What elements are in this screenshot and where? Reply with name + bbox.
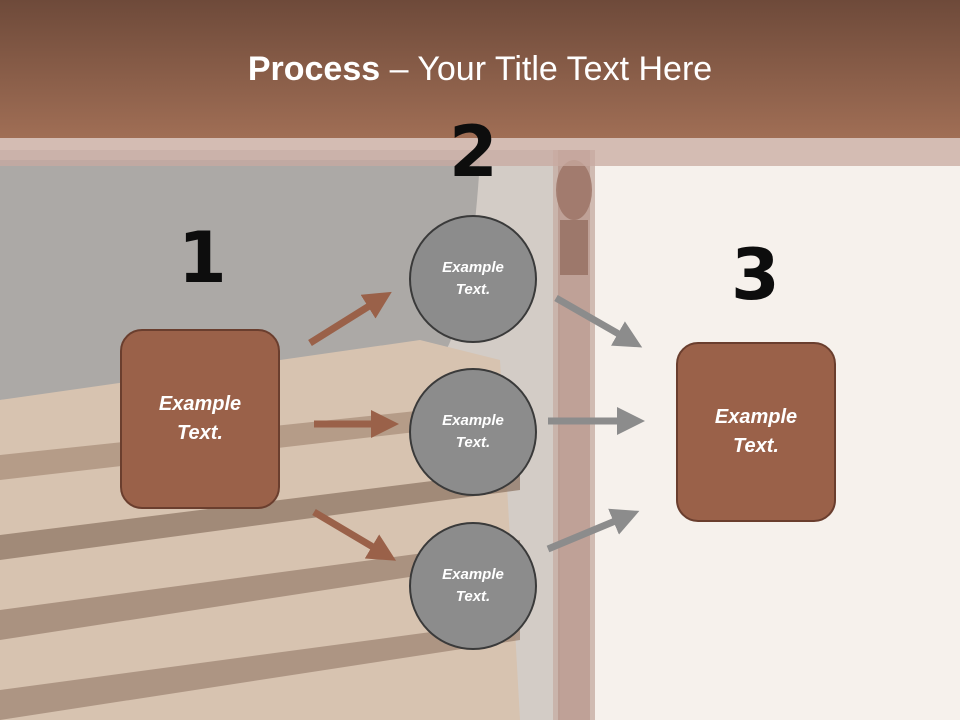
- title-bold: Process: [247, 50, 381, 88]
- title-bar: [0, 0, 960, 138]
- step-number-3: 3: [731, 234, 780, 316]
- circle-middle-label: Example Text.: [442, 411, 504, 452]
- title-separator: –: [380, 50, 418, 88]
- left-step-box: Example Text.: [120, 329, 280, 509]
- left-box-label: Example Text.: [158, 393, 242, 444]
- circle-bottom-label: Example Text.: [442, 565, 504, 606]
- circle-node-bottom: Example Text.: [409, 522, 537, 650]
- title-rest: Your Title Text Here: [417, 50, 713, 88]
- arrow-right-icon: [312, 508, 397, 561]
- right-step-box: Example Text.: [676, 342, 836, 522]
- arrow-right-icon: [546, 508, 640, 553]
- right-box-label: Example Text.: [714, 406, 798, 457]
- arrow-right-icon: [554, 294, 643, 348]
- slide-title: Process – Your Title Text Here: [0, 50, 960, 89]
- circle-top-label: Example Text.: [442, 258, 504, 299]
- title-strip: [0, 138, 960, 166]
- step-number-1: 1: [178, 217, 227, 299]
- arrow-right-icon: [308, 291, 392, 346]
- step-number-2: 2: [449, 111, 498, 193]
- circle-node-top: Example Text.: [409, 215, 537, 343]
- circle-node-middle: Example Text.: [409, 368, 537, 496]
